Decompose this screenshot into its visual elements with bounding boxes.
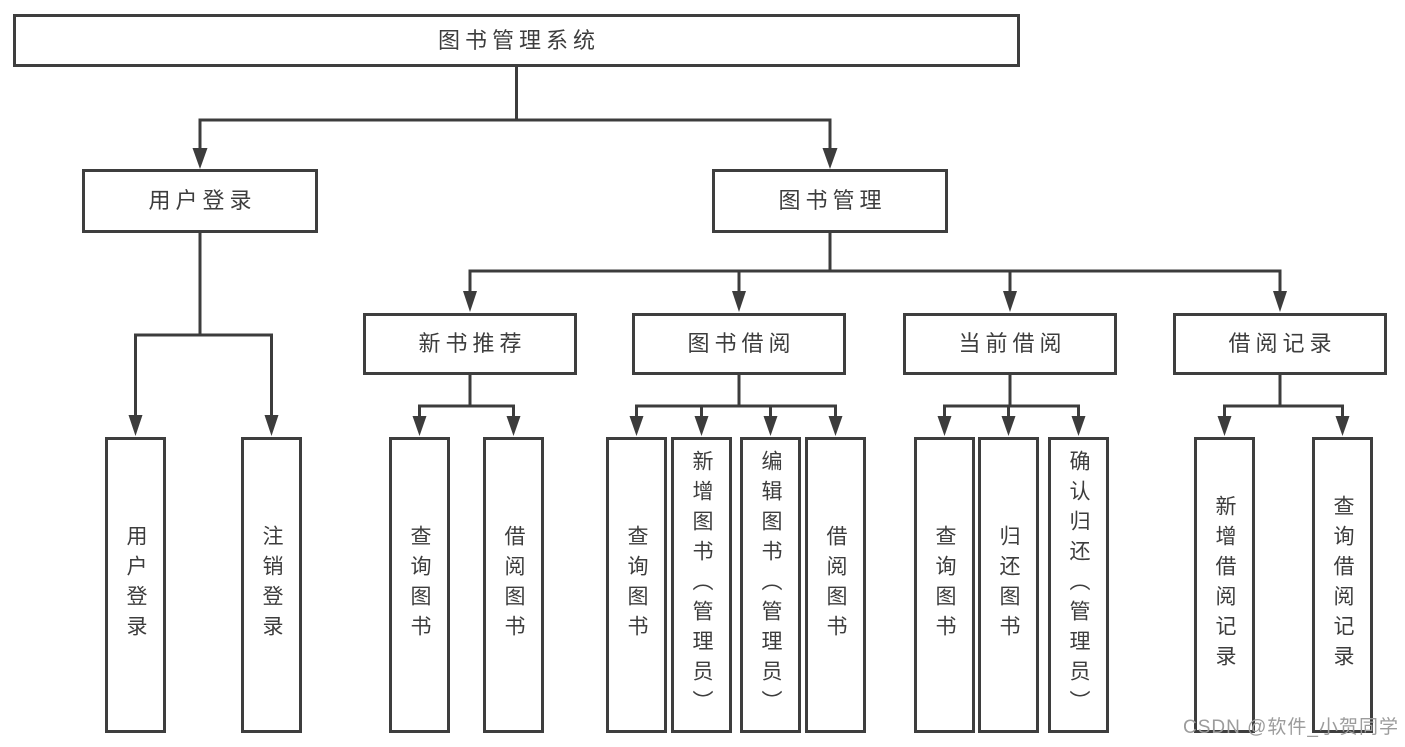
leaf-query-books-current: 查询图书 bbox=[914, 437, 975, 733]
leaf-query-borrow-record: 查询借阅记录 bbox=[1312, 437, 1373, 733]
connector-current-borrowing-children bbox=[937, 375, 1086, 436]
node-new-book-recommendation: 新书推荐 bbox=[363, 313, 577, 375]
leaf-logout: 注销登录 bbox=[241, 437, 302, 733]
node-current-borrowing: 当前借阅 bbox=[903, 313, 1117, 375]
leaf-borrow-books-borrowing: 借阅图书 bbox=[805, 437, 866, 733]
node-library-management-system: 图书管理系统 bbox=[13, 14, 1020, 67]
connector-book-management-children bbox=[463, 233, 1287, 312]
connector-borrowing-records-children bbox=[1217, 375, 1350, 436]
node-book-borrowing: 图书借阅 bbox=[632, 313, 846, 375]
connector-book-borrowing-children bbox=[629, 375, 843, 436]
node-user-login: 用户登录 bbox=[82, 169, 318, 233]
connector-root-to-level1 bbox=[192, 67, 838, 169]
leaf-user-login: 用户登录 bbox=[105, 437, 166, 733]
leaf-add-book-admin: 新增图书（管理员） bbox=[671, 437, 732, 733]
leaf-borrow-books-recommendation: 借阅图书 bbox=[483, 437, 544, 733]
csdn-watermark: CSDN @软件_小贺同学 bbox=[1183, 717, 1399, 738]
node-book-management: 图书管理 bbox=[712, 169, 948, 233]
connector-new-book-recommendation-children bbox=[412, 375, 521, 436]
leaf-query-books-borrowing: 查询图书 bbox=[606, 437, 667, 733]
connector-user-login-children bbox=[128, 233, 279, 436]
leaf-return-books: 归还图书 bbox=[978, 437, 1039, 733]
node-borrowing-records: 借阅记录 bbox=[1173, 313, 1387, 375]
leaf-confirm-return-admin: 确认归还（管理员） bbox=[1048, 437, 1109, 733]
leaf-edit-book-admin: 编辑图书（管理员） bbox=[740, 437, 801, 733]
leaf-add-borrow-record: 新增借阅记录 bbox=[1194, 437, 1255, 733]
leaf-query-books-recommendation: 查询图书 bbox=[389, 437, 450, 733]
